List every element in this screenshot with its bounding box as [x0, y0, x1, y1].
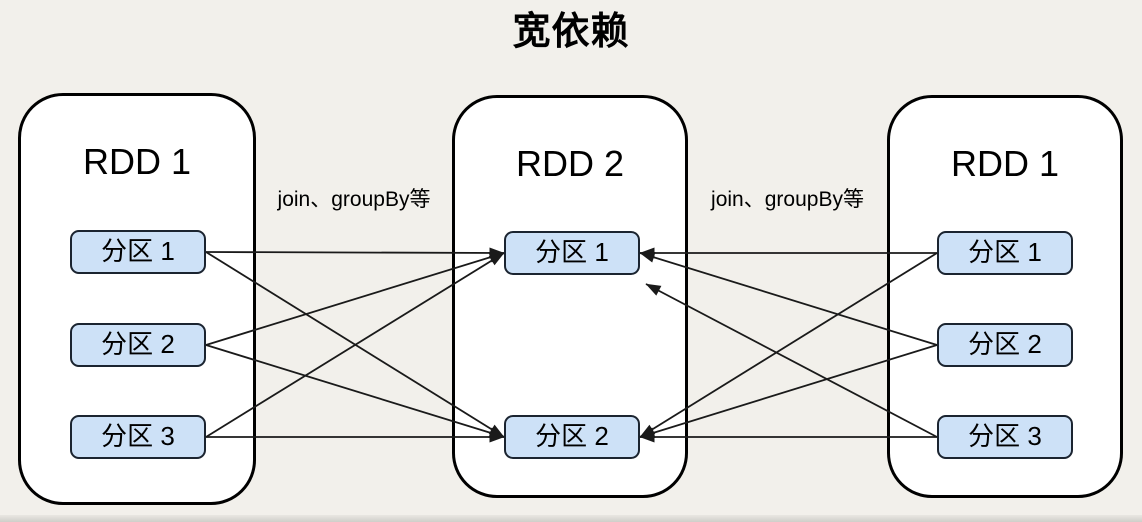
partition-node-right-1: 分区 1 [937, 231, 1073, 275]
rdd-label-middle: RDD 2 [515, 143, 625, 184]
partition-node-left-2: 分区 2 [70, 323, 206, 367]
rdd-label-right: RDD 1 [950, 143, 1060, 184]
partition-node-middle-1: 分区 1 [504, 231, 640, 275]
partition-node-left-1: 分区 1 [70, 230, 206, 274]
rdd-label-left: RDD 1 [82, 141, 192, 182]
bottom-edge-shading [0, 515, 1142, 522]
partition-node-left-3: 分区 3 [70, 415, 206, 459]
diagram-title: 宽依赖 [512, 11, 630, 53]
partition-node-right-3: 分区 3 [937, 415, 1073, 459]
partition-node-right-2: 分区 2 [937, 323, 1073, 367]
partition-node-middle-2: 分区 2 [504, 415, 640, 459]
edge-label-left: join、groupBy等 [277, 188, 431, 211]
edge-label-right: join、groupBy等 [711, 188, 864, 211]
